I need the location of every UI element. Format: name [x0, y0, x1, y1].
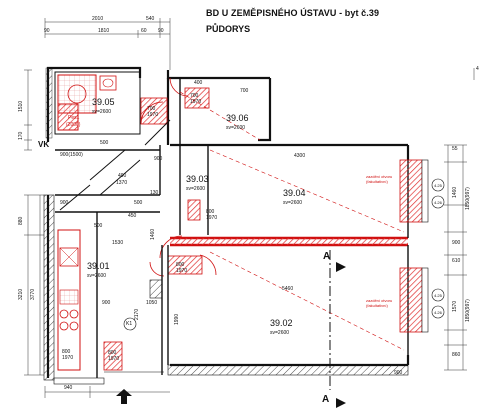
top-dimension-chain — [44, 18, 171, 70]
windows-right — [399, 159, 429, 333]
dim-left-a: 1510 — [18, 100, 24, 112]
dim-small-b: 900 — [60, 200, 69, 206]
plan-title: BD U ZEMĚPISNÉHO ÚSTAVU - byt č.39 — [206, 8, 380, 18]
dim-mid-d: 490 — [118, 173, 127, 179]
lower-left-details — [53, 279, 164, 385]
dim-small-d: 700 — [240, 88, 249, 94]
wall-hatched-left — [43, 194, 55, 381]
dim-mid-e: 1370 — [116, 180, 128, 186]
partition-fill — [170, 238, 408, 245]
hall-diagonals — [59, 119, 171, 211]
dim-mid-j: 1990 — [174, 313, 180, 325]
dim-mid-l: 2170 — [134, 308, 140, 320]
detail-markers — [123, 178, 445, 331]
dim-mid-b: 900 — [154, 156, 163, 162]
kitchen-counter — [57, 229, 81, 371]
section-arrow-top — [336, 262, 346, 272]
dim-right-a: 55 — [452, 146, 458, 152]
dim-right-b: 1460 — [452, 186, 458, 198]
marker-label-2: 4.26 — [434, 200, 442, 205]
dim-top-c: 400 — [194, 80, 203, 86]
wall-note-1: zazdění otvoru (fakultativní) — [366, 174, 393, 184]
marker-label-3: 4.25 — [434, 293, 442, 298]
dim-top-small-1: 90 — [44, 28, 50, 34]
dim-mid-c: 4300 — [294, 153, 306, 159]
dim-right-d: 900 — [452, 240, 461, 246]
dim-mid-h: 1460 — [150, 228, 156, 240]
dim-right-c: 1850(997) — [465, 187, 471, 210]
vk-label: VK — [38, 140, 50, 149]
dim-mid-k: 900 — [102, 300, 111, 306]
dim-left-bottom: 940 — [64, 385, 73, 391]
dim-left-c: 880 — [18, 216, 24, 225]
dim-right-e: 1570 — [452, 300, 458, 312]
entry-arrow-icon — [116, 389, 132, 404]
fixture-note: (2000) — [66, 122, 81, 128]
dim-right-h: 860 — [452, 352, 461, 358]
dim-top-a: 1810 — [98, 28, 110, 34]
wall-hatched-top-left — [45, 67, 53, 139]
dim-left-e: 3770 — [30, 288, 36, 300]
dim-small-a: 500 — [100, 140, 109, 146]
marker-label-4: 4.26 — [434, 310, 442, 315]
left-dimension-chain — [24, 69, 170, 398]
shower-fixture — [57, 103, 79, 131]
dim-left-b: 170 — [18, 131, 24, 140]
dim-top-small-3: 90 — [158, 28, 164, 34]
section-label-top: A — [323, 251, 331, 262]
dim-mid-i: 5460 — [282, 286, 294, 292]
dim-mid-a: 900(1500) — [60, 152, 83, 158]
dim-right-f: 1850(997) — [465, 299, 471, 322]
wall-hatched-bottom — [167, 364, 409, 376]
right-dimension-chain — [444, 68, 475, 371]
dim-small-g: 1050 — [146, 300, 158, 306]
dim-mid-f: 1530 — [112, 240, 124, 246]
dim-small-c: 130 — [150, 190, 159, 196]
dim-small-f: 500 — [134, 200, 143, 206]
section-arrow-bottom — [336, 398, 346, 408]
k1-label: K1 — [126, 321, 133, 327]
dim-right-j: 4 — [476, 66, 479, 72]
dim-top-total: 2010 — [92, 16, 104, 22]
dim-top-b: 540 — [146, 16, 155, 22]
plan-subtitle: PŮDORYS — [206, 24, 251, 34]
section-label-bottom: A — [322, 394, 330, 405]
dim-top-small-2: 60 — [141, 28, 147, 34]
dim-mid-g: 500 — [94, 223, 103, 229]
ceiling-diagonals — [179, 91, 405, 351]
room-39-05-bathroom — [54, 71, 141, 135]
washbasin — [99, 75, 117, 91]
dim-right-g: 610 — [452, 258, 461, 264]
dim-small-e: 450 — [128, 213, 137, 219]
fixture-label: Pes1 — [68, 115, 80, 121]
dim-right-i: 900 — [394, 370, 403, 376]
wall-note-2: zazdění otvoru (fakultativní) — [366, 298, 393, 308]
marker-label-1: 4.25 — [434, 183, 442, 188]
dim-left-d: 3210 — [18, 288, 24, 300]
